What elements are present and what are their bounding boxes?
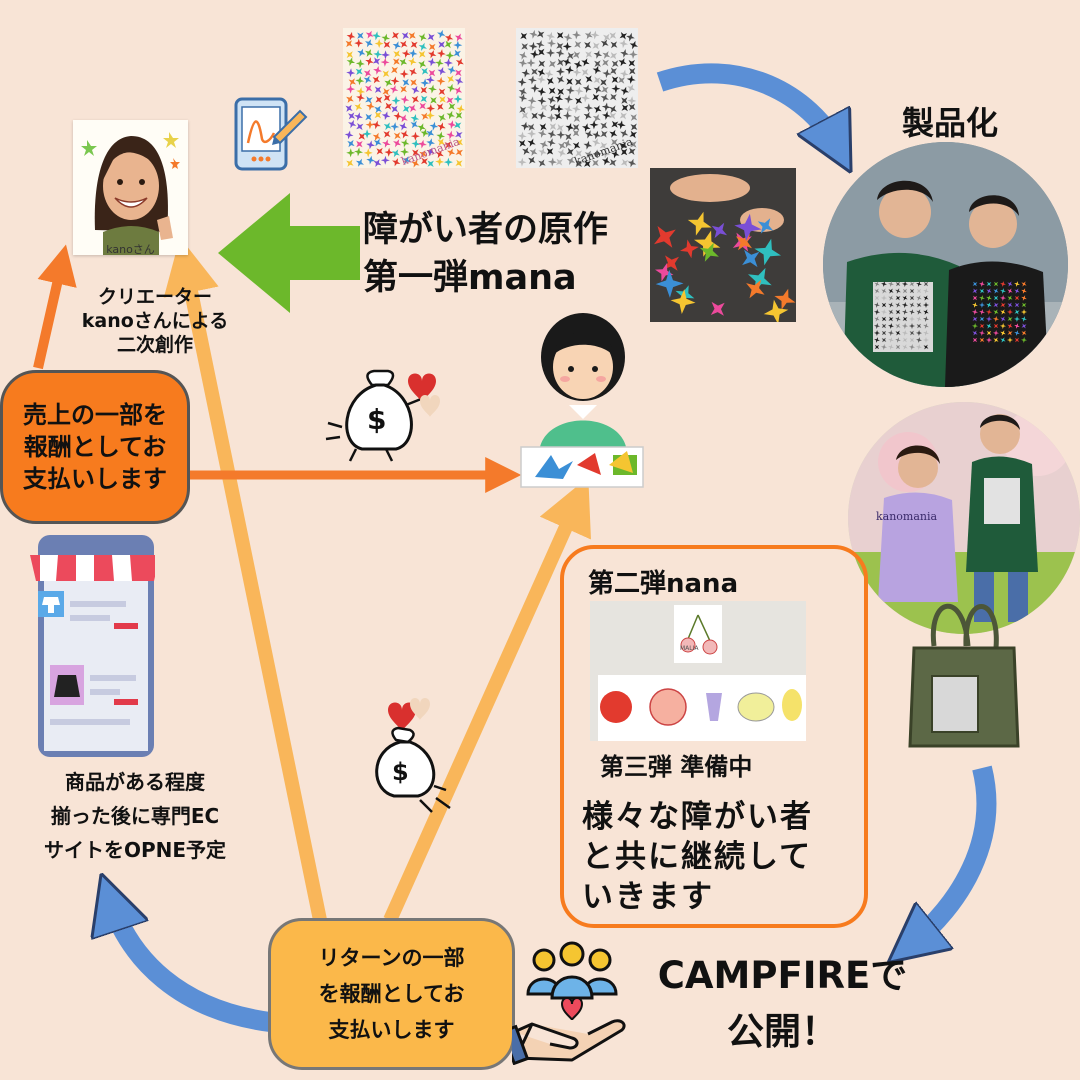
money-bag-heart-icon: $ [322, 365, 442, 465]
svg-text:$: $ [392, 758, 409, 786]
tote-bag-image [904, 586, 1024, 761]
crowdfunding-hand-icon [512, 940, 632, 1065]
origami-photo [650, 168, 796, 322]
arrow-to-campfire [910, 765, 997, 945]
ec-site-plan-text: 商品がある程度 揃った後に専門EC サイトをOPNE予定 [43, 770, 227, 862]
arrow-original-to-creator [218, 193, 360, 313]
continue-text: 様々な障がい者 と共に継続して いきます [582, 799, 813, 915]
pattern-image-gray: kanomania [516, 28, 638, 168]
creator-caption: クリエーター kanoさんによる 二次創作 [81, 286, 229, 356]
arrow-return-to-artist [383, 476, 591, 923]
tablet-pen-icon [228, 95, 308, 175]
arrow-return-to-creator [163, 237, 327, 922]
creator-name-tag: kanoさん [106, 243, 155, 256]
campfire-launch-text: CAMPFIREで 公開！ [657, 954, 908, 1053]
creator-portrait: kanoさん [73, 120, 188, 256]
money-bag-heart-icon: $ [360, 690, 460, 820]
arrow-to-product [656, 63, 838, 148]
third-series-status: 第三弾 準備中 [600, 753, 753, 781]
svg-text:$: $ [367, 403, 386, 436]
kids-tshirt-photo: kanomania [848, 402, 1080, 634]
artist-girl-illustration [515, 305, 645, 490]
reward-box: 売上の一部を 報酬としてお 支払いします [0, 370, 190, 524]
return-reward-box: リターンの一部 を報酬としてお 支払いします [268, 918, 515, 1070]
arrow-reward-to-creator [33, 244, 77, 370]
second-series-label: 第二弾nana [588, 569, 739, 599]
series-box: 第二弾nana MALIA 第三弾 準備中 様々な障がい者 と共に継続して いき… [560, 545, 868, 928]
pattern-image-color: kanomania [343, 28, 465, 168]
product-title: 製品化 [901, 104, 998, 142]
watermark-text: kanomania [876, 510, 938, 523]
original-work-title: 障がい者の原作 第一弾mana [363, 210, 609, 298]
second-series-drawing-photo: MALIA [590, 601, 806, 741]
drawing-label: MALIA [680, 645, 699, 652]
tshirt-couple-photo [823, 142, 1068, 387]
shop-phone-icon [30, 535, 155, 760]
arrow-to-ec [110, 900, 272, 1032]
